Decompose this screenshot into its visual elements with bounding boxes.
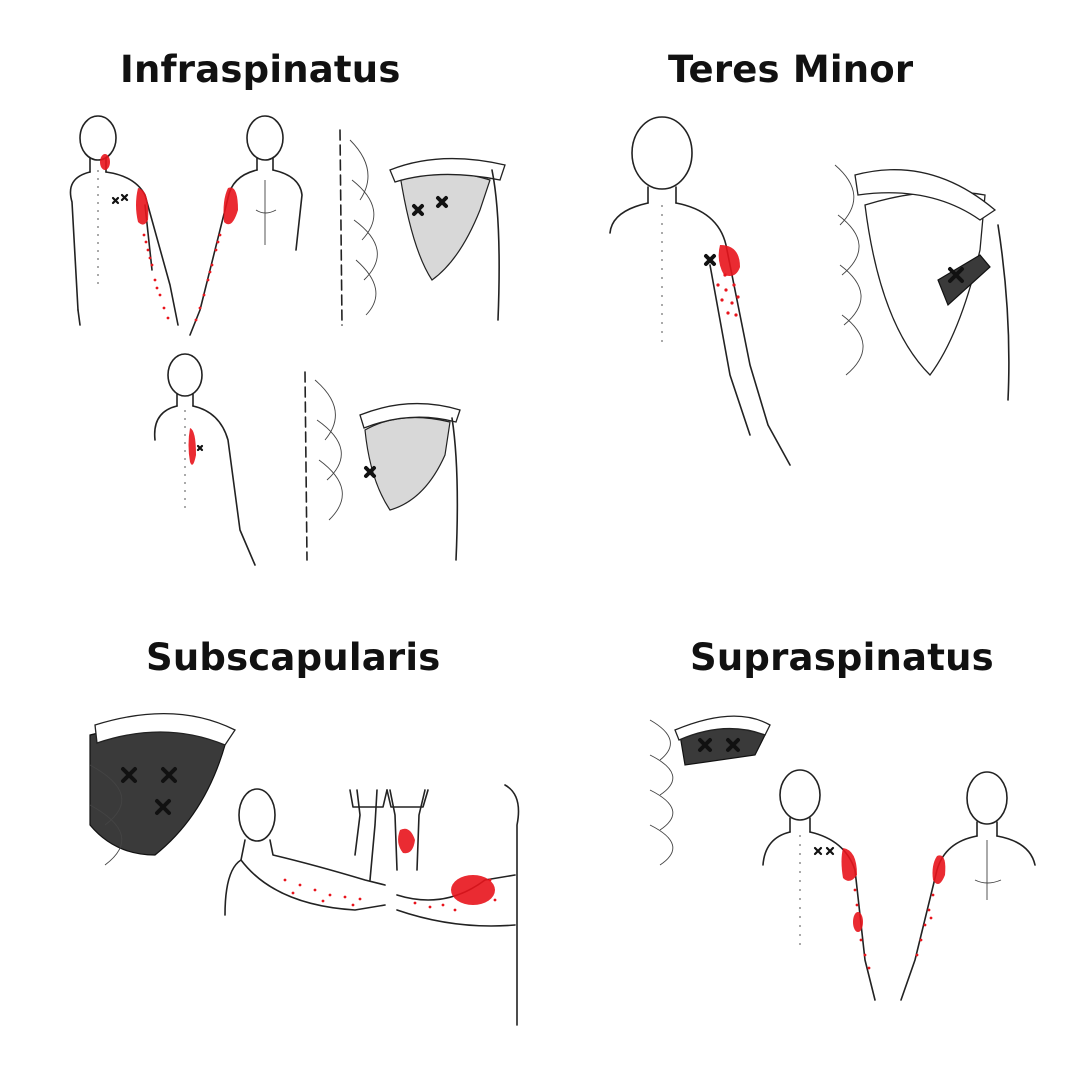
back-view-body [70, 116, 178, 325]
front-view-body [190, 116, 302, 335]
pain-zone-medial-border [189, 428, 197, 465]
pain-zone-shoulder-back [842, 848, 858, 881]
back-view-body [763, 770, 875, 1000]
pain-zone-neck [100, 154, 110, 170]
back-view-arm-raised [387, 785, 519, 1025]
anterior-scapula-skeleton [90, 714, 235, 865]
trigger-point-icon [366, 468, 374, 476]
title-supraspinatus: Supraspinatus [690, 636, 994, 679]
pain-zone-posterior-deltoid [719, 245, 740, 276]
scapula-skeleton [835, 165, 1009, 400]
pain-zone-posterior-shoulder [451, 875, 495, 905]
subscapularis-figures [85, 705, 525, 1035]
title-teres-minor: Teres Minor [668, 48, 913, 91]
pain-dots-back-arm [143, 234, 170, 320]
pain-zone-elbow [853, 912, 863, 932]
back-view-body-lower [155, 354, 255, 565]
pain-zone-back-shoulder [136, 188, 148, 225]
pain-zone-front-shoulder [933, 855, 946, 884]
trigger-point-icon [706, 256, 714, 264]
pain-zone-wrist [398, 829, 415, 853]
back-view-body [610, 117, 790, 465]
title-subscapularis: Subscapularis [146, 636, 440, 679]
teres-minor-figures [600, 115, 1040, 485]
pain-zone-front-shoulder [224, 187, 239, 224]
scapula-skeleton-bottom [305, 372, 460, 560]
title-infraspinatus: Infraspinatus [120, 48, 401, 91]
trigger-point-icon [815, 848, 833, 854]
scapula-skeleton-top [340, 130, 505, 325]
front-view-body-arm-raised [225, 789, 387, 915]
pain-dots-arm-front [284, 879, 362, 907]
trigger-point-icon [198, 446, 202, 450]
infraspinatus-figures [60, 110, 520, 580]
front-view-body [901, 772, 1035, 1000]
supraspinatus-figures [645, 700, 1045, 1030]
trigger-point-icon [113, 195, 127, 203]
